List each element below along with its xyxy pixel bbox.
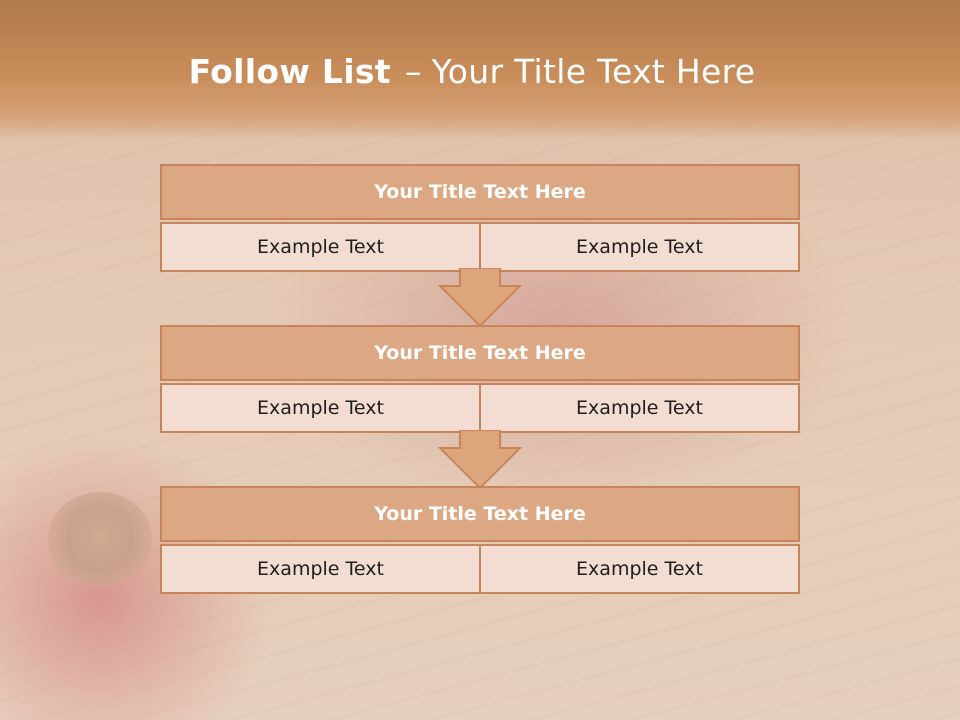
step-title: Your Title Text Here: [160, 164, 800, 220]
slide-title-rest: Your Title Text Here: [431, 52, 756, 91]
step-row: Example Text Example Text: [160, 222, 800, 272]
slide-title: Follow List–Your Title Text Here: [0, 52, 944, 91]
step-cell-left: Example Text: [160, 222, 481, 272]
step-cell-right: Example Text: [481, 383, 800, 433]
step-cell-right: Example Text: [481, 222, 800, 272]
slide-title-bold: Follow List: [188, 52, 391, 91]
down-arrow-icon: [438, 430, 522, 490]
down-arrow-icon: [438, 268, 522, 328]
step-box-2: Your Title Text Here Example Text Exampl…: [160, 325, 800, 433]
step-box-3: Your Title Text Here Example Text Exampl…: [160, 486, 800, 594]
step-title: Your Title Text Here: [160, 486, 800, 542]
pomegranate-crown: [48, 492, 152, 586]
header-band: [0, 0, 960, 140]
step-row: Example Text Example Text: [160, 383, 800, 433]
step-row: Example Text Example Text: [160, 544, 800, 594]
step-title: Your Title Text Here: [160, 325, 800, 381]
slide-title-separator: –: [404, 52, 422, 91]
step-cell-left: Example Text: [160, 544, 481, 594]
step-box-1: Your Title Text Here Example Text Exampl…: [160, 164, 800, 272]
step-cell-right: Example Text: [481, 544, 800, 594]
step-cell-left: Example Text: [160, 383, 481, 433]
